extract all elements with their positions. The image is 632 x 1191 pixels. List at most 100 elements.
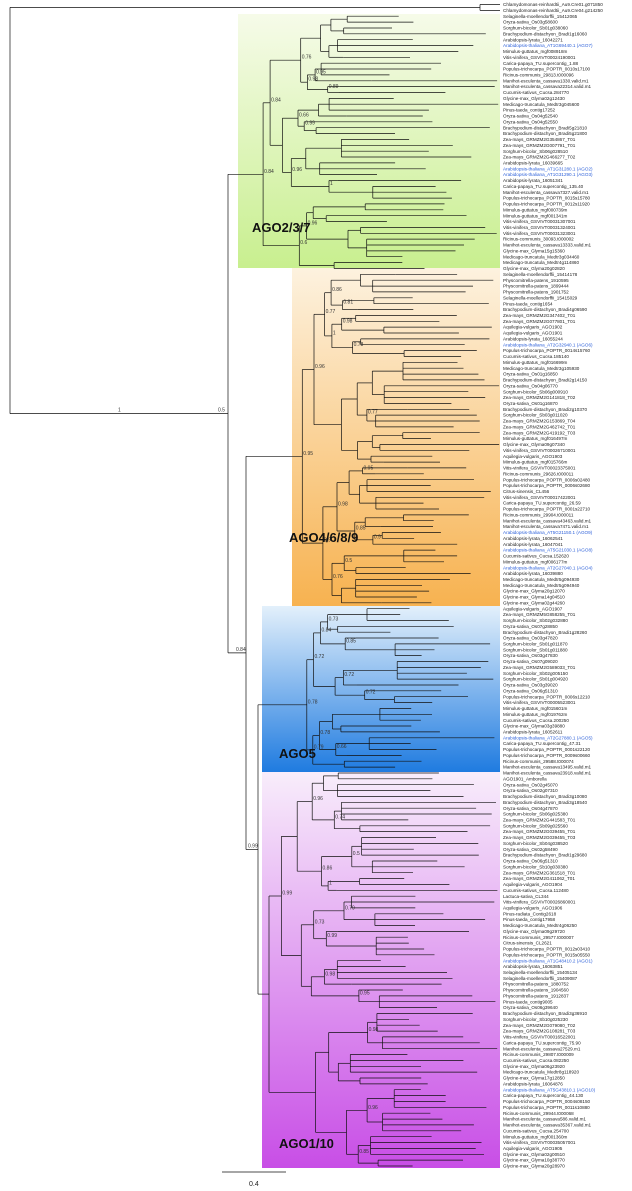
support-value: 0.79 (314, 744, 324, 750)
leaf-label: Arabidopsis-thaliana_AT2G27040.1 (AGO4) (503, 565, 593, 570)
leaf-label: Physcomitrella-patens_1912837 (503, 994, 569, 999)
leaf-label: Manihot-esculenta_cassava586.valid.m1 (503, 1117, 586, 1122)
leaf-label: Aquilegia-vulgaris_AGO1903 (503, 454, 563, 459)
leaf-label: Cucumis-sativus_Cucsa.112480 (503, 888, 569, 893)
support-value: 0.5 (218, 408, 225, 414)
leaf-label: Medicago-truncatula_Medtr8g118920 (503, 1070, 579, 1075)
leaf-label: Populus-trichocarpa_POPTR_0015s05550 (503, 952, 591, 957)
leaf-label: Brachypodium-distachyon_Bradi5g21800 (503, 131, 587, 136)
leaf-label: Brachypodium-distachyon_Bradi3g18540 (503, 800, 587, 805)
leaf-label: Pinus-radiata_Contig2618 (503, 911, 557, 916)
support-value: 0.95 (316, 69, 326, 75)
support-value: 0.96 (292, 167, 302, 173)
leaf-label: Arabidopsis-lyrata_16047041 (503, 542, 563, 547)
leaf-label: Arabidopsis-lyrata_16062541 (503, 536, 563, 541)
leaf-label: Aquilegia-vulgaris_AGO1901 (503, 331, 563, 336)
leaf-label: Pinus-taeda_contig17252 (503, 108, 556, 113)
leaf-label: Ricinus-communis_29813.t000096 (503, 73, 574, 78)
clade-band-ago237 (238, 14, 500, 268)
leaf-label: Oryza-sativa_Os01g16870 (503, 401, 558, 406)
leaf-label: AGO1901_Amborella (503, 776, 547, 781)
leaf-label: Glycine-max_Glyma10g38770 (503, 1158, 565, 1163)
leaf-label: Mimulus-guttatus_mgf019762m (503, 712, 568, 717)
support-value: 0.78 (308, 699, 318, 705)
support-value: 0.77 (368, 410, 378, 416)
support-value: 0.95 (364, 465, 374, 471)
leaf-label: Physcomitrella-patens_1904560 (503, 988, 569, 993)
leaf-label: Glycine-max_Glyma02g00510 (503, 1152, 565, 1157)
leaf-label: Zea-mays_GRMZM2G361518_T01 (503, 870, 576, 875)
support-value: 0.84 (236, 647, 246, 653)
leaf-label: Cucumis-sativus_Cucsa.284770 (503, 90, 569, 95)
leaf-label: Zea-mays_GRMZM2G347402_T01 (503, 313, 576, 318)
leaf-label: Manihot-esculenta_cassava22314.valid.m1 (503, 84, 592, 89)
leaf-label: Brachypodium-distachyon_Bradi1g28260 (503, 630, 587, 635)
leaf-label: Vitis-vinifera_GSVIVT00031307001 (503, 219, 576, 224)
leaf-label: Glycine-max_Glyma03g39880 (503, 724, 565, 729)
support-value: 0.84 (271, 97, 281, 103)
leaf-label: Zea-mays_GRMZM2G079080_T02 (503, 1023, 576, 1028)
leaf-label: Physcomitrella-patens_1880752 (503, 982, 569, 987)
support-value: 1 (333, 330, 336, 336)
support-value: 0.98 (308, 77, 318, 83)
leaf-label: Aquilegia-vulgaris_AGO1905 (503, 1146, 563, 1151)
leaf-label: Arabidopsis-lyrata_16063851 (503, 964, 563, 969)
support-value: 0.99 (282, 891, 292, 897)
leaf-label: Glycine-max_Glyma09g07340 (503, 442, 565, 447)
leaf-label: Glycine-max_Glyma20g02820 (503, 266, 565, 271)
leaf-label: Brachypodium-distachyon_Bradi4g06590 (503, 307, 587, 312)
support-value: 0.85 (359, 1149, 369, 1155)
leaf-label: Ricinus-communis_29944.t000068 (503, 1111, 574, 1116)
leaf-label: Manihot-esculenta_cassava1330.valid.m1 (503, 78, 589, 83)
support-value: 0.78 (354, 342, 364, 348)
leaf-label: Carica-papaya_TU.supercontig_44.130 (503, 1093, 584, 1098)
leaf-label: Oryza-sativa_Os06g39640 (503, 1005, 558, 1010)
leaf-label: Vitis-vinifera_GSVIVT00024190001 (503, 55, 576, 60)
leaf-label: Mimulus-guttatus_mgf001360m (503, 1134, 568, 1139)
leaf-label: Arabidopsis-lyrata_16039880 (503, 571, 563, 576)
leaf-label: Mimulus-guttatus_mgf000739m (503, 207, 568, 212)
leaf-label: Carica-papaya_TU.supercontig_75.90 (503, 1040, 581, 1045)
leaf-label: Brachypodium-distachyon_Bradi1g16060 (503, 31, 587, 36)
support-value: 0.9 (324, 538, 331, 544)
leaf-label: Populus-trichocarpa_POPTR_0012s03410 (503, 947, 591, 952)
leaf-label: Glycine-max_Glyma20g28970 (503, 1164, 565, 1169)
leaf-label: Selaginella-moellendorffii_15412065 (503, 14, 578, 19)
leaf-label: Populus-trichocarpa_POPTR_0009s00660 (503, 753, 591, 758)
leaf-label: Chlamydomonas-reinhardtii_Au9.Cre01.g071… (503, 2, 603, 7)
leaf-label: Arabidopsis-thaliana_AT1G48410.2 (AGO1) (503, 958, 593, 963)
leaf-label: Populus-trichocarpa_POPTR_0006s02480 (503, 477, 591, 482)
leaf-label: Zea-mays_GRMZM2G007791_T01 (503, 143, 576, 148)
leaf-label: Cucumis-sativus_Cucsa.152620 (503, 554, 569, 559)
support-value: 0.66 (299, 113, 309, 119)
support-value: 0.89 (329, 84, 339, 90)
leaf-label: Oryza-sativa_Os04g52540 (503, 114, 558, 119)
scale-bar-label: 0.4 (249, 1181, 259, 1188)
support-value: 0.96 (368, 1105, 378, 1111)
leaf-label: Oryza-sativa_Os07g28850 (503, 624, 558, 629)
leaf-label: Mimulus-guttatus_mgf015601m (503, 706, 568, 711)
leaf-label: Arabidopsis-thaliana_AT2G32940.1 (AGO6) (503, 342, 593, 347)
leaf-label: Zea-mays_GRMZM2G354867_T01 (503, 137, 576, 142)
leaf-label: Vitis-vinifera_GSVIVT00031323001 (503, 231, 576, 236)
support-value: 0.72 (366, 690, 376, 696)
leaf-label: Zea-mays_GRMZM2G441583_T01 (503, 818, 576, 823)
support-value: 0.96 (315, 364, 325, 370)
support-value: 1 (330, 181, 333, 187)
leaf-label: Populus-trichocarpa_POPTR_0011s10880 (503, 1105, 590, 1110)
support-value: 0.6 (300, 240, 307, 246)
leaf-label: Arabidopsis-thaliana_AT1G69440.1 (AGO7) (503, 43, 593, 48)
clade-label-ago5: AGO5 (279, 746, 316, 761)
leaf-label: Citrus-sinensis_CL456 (503, 489, 550, 494)
support-value: 0.78 (320, 730, 330, 736)
leaf-label: Ricinus-communis_29626.t000011 (503, 471, 574, 476)
leaf-label: Sorghum-bicolor_Sb06g000910 (503, 389, 568, 394)
leaf-label: Chlamydomonas-reinhardtii_Au9.Cre04.g214… (503, 8, 603, 13)
leaf-label: Sorghum-bicolor_Sb02g032880 (503, 618, 568, 623)
clade-band-ago5 (262, 606, 500, 772)
leaf-label: Oryza-sativa_Os06g51310 (503, 688, 558, 693)
leaf-label: Mimulus-guttatus_mgf015766m (503, 460, 568, 465)
leaf-label: Zea-mays_GRMZM2G153869_T04 (503, 419, 576, 424)
leaf-label: Oryza-sativa_Os04g52550 (503, 119, 558, 124)
leaf-label: Brachypodium-distachyon_Bradi2g14150 (503, 378, 587, 383)
